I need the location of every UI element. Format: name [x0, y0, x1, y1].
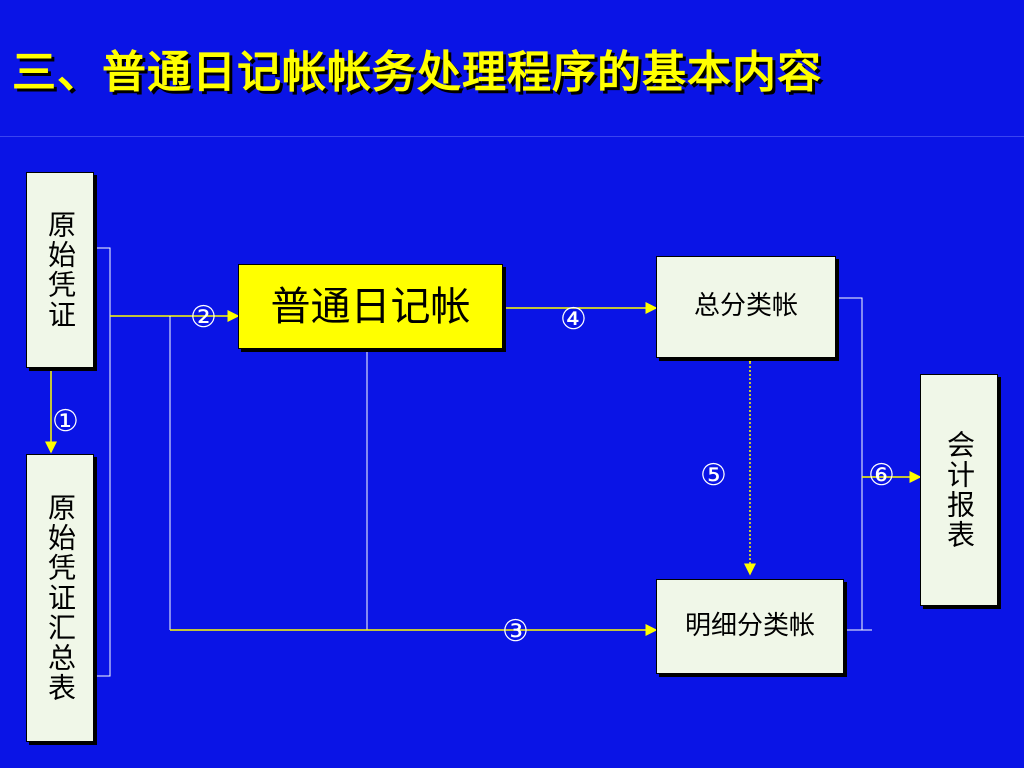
- subsidiary-ledger-label: 明细分类帐: [684, 610, 815, 641]
- step-2-label: ②: [190, 300, 217, 335]
- subsidiary-ledger-box: 明细分类帐: [656, 579, 844, 674]
- step-4-label: ④: [560, 302, 587, 337]
- voucher-summary-box: 原始凭证汇总表: [26, 454, 94, 742]
- original-voucher-label: 原始凭证: [44, 210, 77, 330]
- step-1-label: ①: [52, 404, 79, 439]
- title-divider: [0, 136, 1024, 137]
- accounting-report-box: 会计报表: [920, 374, 998, 606]
- accounting-report-label: 会计报表: [943, 430, 976, 550]
- step-5-label: ⑤: [700, 458, 727, 493]
- general-ledger-label: 总分类帐: [693, 291, 798, 322]
- general-ledger-box: 总分类帐: [656, 256, 836, 358]
- page-title: 三、普通日记帐帐务处理程序的基本内容: [12, 47, 822, 98]
- general-journal-label: 普通日记帐: [270, 283, 471, 330]
- step-3-label: ③: [502, 614, 529, 649]
- original-voucher-box: 原始凭证: [26, 172, 94, 368]
- voucher-summary-label: 原始凭证汇总表: [44, 493, 77, 703]
- step-6-label: ⑥: [868, 458, 895, 493]
- general-journal-box: 普通日记帐: [238, 264, 503, 349]
